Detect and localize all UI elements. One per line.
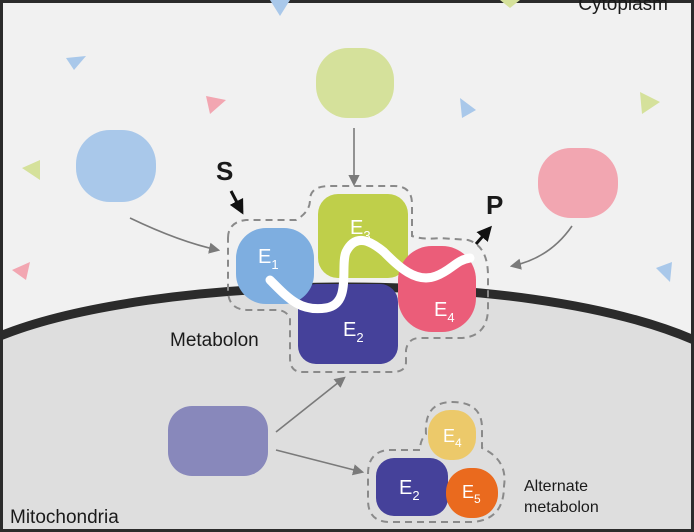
metabolite-triangle	[500, 0, 520, 8]
free-protein-purple	[168, 406, 268, 476]
product-label: P	[486, 190, 503, 220]
alternate-enzyme-e2-label: E2	[399, 477, 420, 503]
metabolite-triangle	[270, 0, 290, 16]
enzyme-e1	[236, 228, 314, 304]
recruit-arrow-blue	[129, 217, 221, 254]
metabolon-outline	[227, 185, 489, 373]
enzyme-e3-label: E3	[350, 217, 371, 243]
alternate-enzyme-e2	[376, 458, 448, 516]
alternate-enzyme-e5	[446, 468, 498, 518]
substrate-arrow	[229, 190, 244, 215]
metabolite-triangle	[656, 262, 672, 282]
alternate-metabolon-label-line2: metabolon	[524, 499, 599, 516]
recruit-arrow-to-alternate	[275, 449, 365, 476]
substrate-label: S	[216, 156, 233, 186]
cytoplasm-label: Cytoplasm	[578, 0, 668, 15]
product-arrow	[474, 225, 492, 245]
enzyme-e4-label: E4	[434, 299, 455, 325]
metabolite-triangles	[12, 0, 672, 282]
metabolite-triangle	[206, 96, 226, 114]
free-protein-blue	[76, 130, 156, 202]
metabolite-triangle	[12, 262, 30, 280]
recruit-arrow-pink	[509, 225, 573, 270]
free-protein-pink	[538, 148, 618, 218]
metabolite-triangle	[66, 56, 86, 70]
mitochondria-region	[0, 286, 694, 532]
mitochondria-label: Mitochondria	[10, 507, 119, 528]
enzyme-e2-label: E2	[343, 319, 364, 345]
alternate-enzyme-e4-label: E4	[443, 426, 462, 450]
alternate-enzyme-e5-label: E5	[462, 482, 481, 506]
alternate-metabolon-label-line1: Alternate	[524, 478, 588, 495]
metabolite-triangle	[22, 160, 40, 180]
enzyme-e1-label: E1	[258, 246, 279, 272]
recruit-arrow-to-metabolon	[275, 376, 346, 433]
metabolon-label: Metabolon	[170, 330, 259, 351]
substrate-channel	[265, 236, 475, 314]
alternate-metabolon-outline	[367, 400, 506, 523]
alternate-enzyme-e4	[428, 410, 476, 460]
free-protein-green	[316, 48, 394, 118]
metabolite-triangle	[460, 98, 476, 118]
metabolite-triangle	[640, 92, 660, 114]
